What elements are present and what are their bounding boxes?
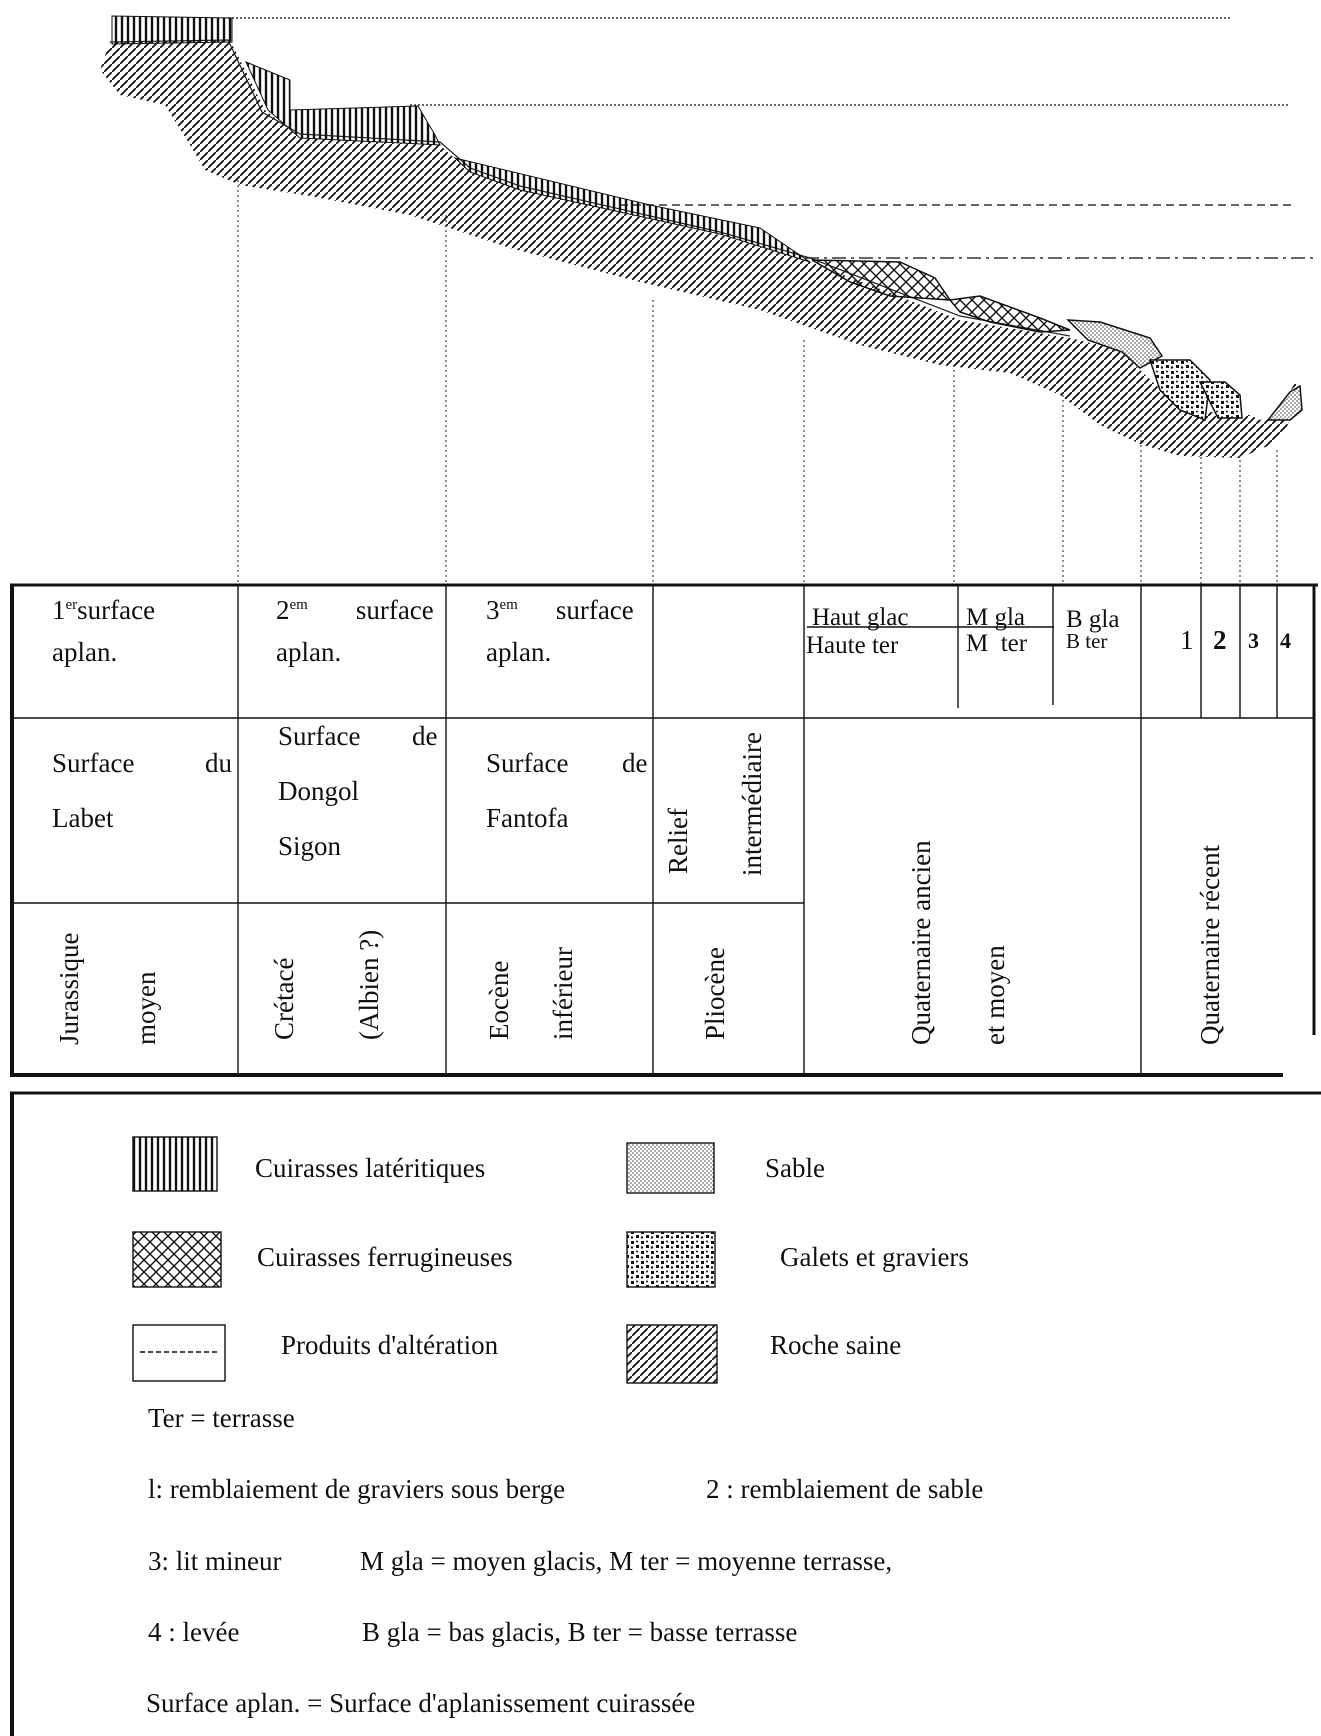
inferieur: inférieur [548, 947, 578, 1040]
c2-sup: em [289, 597, 308, 613]
et-moyen: et moyen [980, 945, 1010, 1045]
legend-produits: Produits d'altération [281, 1330, 499, 1360]
relief-a: Relief [663, 808, 693, 874]
legend-roche-saine: Roche saine [770, 1330, 902, 1360]
reference-lines [228, 17, 1318, 259]
cell-3rd-surface: 3em surface aplan. [486, 590, 656, 674]
cuirasse-lateritique-1 [111, 15, 233, 45]
note-m-gla: M gla = moyen glacis, M ter = moyenne te… [360, 1546, 893, 1576]
sable-levee [1266, 384, 1303, 421]
c2-r2-c: Dongol [278, 776, 359, 806]
vertical-guides [237, 180, 1278, 585]
c3-r2-c: Fantofa [486, 803, 569, 833]
c3-r2-a: Surface [486, 748, 569, 778]
note-surface-aplan: Surface aplan. = Surface d'aplanissement… [146, 1688, 696, 1718]
label-b-ter: B ter [1066, 629, 1108, 653]
jurassique: Jurassique [54, 932, 84, 1045]
c2-r2-a: Surface [278, 721, 361, 751]
galets-deposit-1 [1148, 359, 1211, 422]
note-3: 3: lit mineur [148, 1546, 282, 1576]
cretace: Crétacé [269, 957, 299, 1040]
c2-r2-b: de [412, 721, 438, 751]
legend-swatches [132, 1136, 718, 1384]
c1-r2-c: Labet [52, 803, 114, 833]
swatch-galets [626, 1231, 716, 1288]
label-n3: 3 [1248, 628, 1259, 653]
c3-rest: surface [555, 595, 634, 625]
note-1: l: remblaiement de graviers sous berge [148, 1474, 566, 1504]
swatch-cuirasses-lateritiques [132, 1136, 218, 1192]
c2-rest: surface [355, 595, 434, 625]
c3-line2: aplan. [486, 636, 552, 667]
c2-r2-d: Sigon [278, 831, 342, 861]
cuirasse-lateritique-2 [245, 61, 441, 146]
label-haut-glac: Haut glac [812, 604, 909, 631]
c1-r2-b: du [205, 748, 232, 778]
label-n1: 1 [1180, 625, 1194, 655]
roche-saine-band [100, 40, 1300, 458]
label-n2: 2 [1213, 625, 1227, 655]
quaternaire-recent: Quaternaire récent [1195, 844, 1225, 1045]
note-b-gla: B gla = bas glacis, B ter = basse terras… [362, 1617, 798, 1647]
cell-2nd-surface: 2em surface aplan. [276, 590, 446, 674]
cell-1st-surface: 1ersurface aplan. [52, 590, 238, 674]
label-haute-ter: Haute ter [806, 632, 899, 659]
cuirasse-lateritique-3 [453, 157, 811, 263]
eocene: Eocène [484, 960, 514, 1040]
note-4: 4 : levée [148, 1617, 240, 1647]
albien: (Albien ?) [354, 929, 384, 1040]
cuirasse-ferrugineuse-2 [948, 295, 1071, 333]
quaternaire-ancien: Quaternaire ancien [906, 840, 936, 1045]
c1-r2-a: Surface [52, 748, 135, 778]
legend-frame [10, 1091, 1321, 1736]
c2-prefix: 2 [276, 595, 290, 625]
label-b-gla: B gla [1066, 606, 1120, 633]
relief-b: intermédiaire [737, 732, 767, 876]
note-2: 2 : remblaiement de sable [706, 1474, 984, 1504]
note-ter: Ter = terrasse [148, 1403, 295, 1433]
legend-cuirasses-ferrugineuses: Cuirasses ferrugineuses [257, 1242, 513, 1272]
swatch-sable [626, 1142, 715, 1194]
label-m-gla: M gla [966, 604, 1026, 631]
c3-r2-b: de [622, 748, 648, 778]
label-n4: 4 [1280, 628, 1291, 653]
stratigraphic-table [10, 583, 1318, 1077]
c1-prefix: 1 [52, 595, 66, 625]
moyen: moyen [131, 971, 161, 1046]
c1-line2: aplan. [52, 636, 118, 667]
pliocene: Pliocène [700, 947, 730, 1040]
legend-galets: Galets et graviers [780, 1242, 969, 1272]
swatch-produits [132, 1324, 226, 1382]
c1-rest: surface [77, 595, 156, 625]
c2-line2: aplan. [276, 636, 342, 667]
galets-deposit-2 [1198, 381, 1243, 419]
legend-sable: Sable [765, 1153, 825, 1183]
legend-cuirasses-lateritiques: Cuirasses latéritiques [255, 1153, 486, 1183]
c3-sup: em [499, 597, 518, 613]
label-m-ter: M ter [966, 630, 1028, 657]
swatch-cuirasses-ferrugineuses [132, 1231, 222, 1288]
c1-sup: er [65, 597, 78, 613]
swatch-roche-saine [626, 1324, 718, 1384]
c3-prefix: 3 [486, 595, 500, 625]
